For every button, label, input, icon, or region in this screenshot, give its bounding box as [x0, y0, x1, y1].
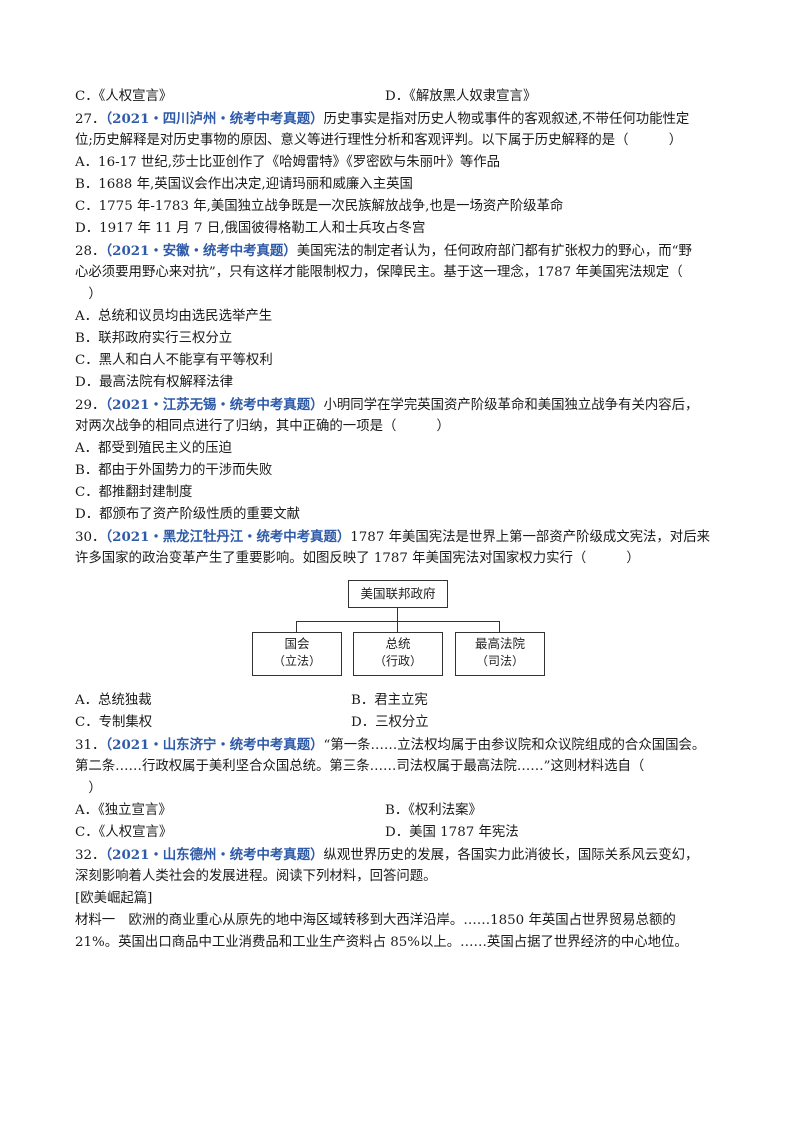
- diagram-box-supreme-court: 最高法院 （司法）: [455, 632, 545, 676]
- question-source: （2021・黑龙江牡丹江・统考中考真题）: [105, 529, 351, 545]
- question-number: 28．: [75, 244, 106, 259]
- q27-stem-line1: 27．（2021・四川泸州・统考中考真题）历史事实是指对历史人物或事件的客观叙述…: [75, 108, 737, 130]
- q30-options-row1: A．总统独裁 B．君主立宪: [75, 690, 737, 712]
- q30-options-row2: C．专制集权 D．三权分立: [75, 712, 737, 734]
- q28-option-c[interactable]: C．黑人和白人不能享有平等权利: [75, 353, 273, 368]
- q30-option-d[interactable]: D．三权分立: [351, 715, 429, 730]
- q29-stem-line2: 对两次战争的相同点进行了归纳，其中正确的一项是（ ）: [75, 419, 450, 434]
- question-number: 30．: [75, 530, 106, 545]
- q29-option-b[interactable]: B．都由于外国势力的干涉而失败: [75, 463, 273, 478]
- box-main-label: 国会: [284, 636, 310, 651]
- material-1-line1: 材料一 欧洲的商业重心从原先的地中海区域转移到大西洋沿岸。……1850 年英国占…: [75, 913, 676, 928]
- option-d[interactable]: D．《解放黑人奴隶宣言》: [385, 89, 537, 104]
- q31-option-b[interactable]: B．《权利法案》: [385, 803, 482, 818]
- box-main-label: 总统: [385, 636, 411, 651]
- exam-page: C．《人权宣言》 D．《解放黑人奴隶宣言》 27．（2021・四川泸州・统考中考…: [75, 86, 737, 954]
- option-c[interactable]: C．《人权宣言》: [75, 89, 173, 104]
- q29-option-a[interactable]: A．都受到殖民主义的压迫: [75, 441, 232, 456]
- q31-option-a[interactable]: A．《独立宣言》: [75, 803, 172, 818]
- q28-option-b[interactable]: B．联邦政府实行三权分立: [75, 331, 233, 346]
- q31-option-c[interactable]: C．《人权宣言》: [75, 825, 173, 840]
- q29-option-c[interactable]: C．都推翻封建制度: [75, 485, 193, 500]
- box-sub-label: （行政）: [373, 654, 422, 668]
- q30-option-c[interactable]: C．专制集权: [75, 715, 153, 730]
- q28-stem-line3: ）: [75, 287, 102, 302]
- question-source: （2021・四川泸州・统考中考真题）: [105, 111, 324, 127]
- box-sub-label: （司法）: [475, 654, 524, 668]
- diagram-top-label: 美国联邦政府: [360, 586, 436, 601]
- q27-stem-line2: 位;历史解释是对历史事物的原因、意义等进行理性分析和客观评判。以下属于历史解释的…: [75, 133, 683, 148]
- diagram-top-box: 美国联邦政府: [348, 580, 448, 608]
- q31-stem-line2: 第二条……行政权属于美利坚合众国总统。第三条……司法权属于最高法院……”这则材料…: [75, 759, 645, 774]
- diagram-connector-right: [499, 621, 500, 632]
- section-heading: [欧美崛起篇]: [75, 891, 153, 906]
- question-number: 32．: [75, 848, 106, 863]
- q30-stem-line1: 30．（2021・黑龙江牡丹江・统考中考真题）1787 年美国宪法是世界上第一部…: [75, 526, 737, 548]
- q27-option-c[interactable]: C．1775 年-1783 年,美国独立战争既是一次民族解放战争,也是一场资产阶…: [75, 199, 564, 214]
- box-main-label: 最高法院: [474, 636, 525, 651]
- question-text: 纵观世界历史的发展，各国实力此消彼长，国际关系风云变幻，: [323, 848, 699, 863]
- question-source: （2021・山东济宁・统考中考真题）: [105, 737, 324, 753]
- question-text: 小明同学在学完英国资产阶级革命和美国独立战争有关内容后，: [323, 398, 699, 413]
- diagram-box-congress: 国会 （立法）: [252, 632, 342, 676]
- q29-option-d[interactable]: D．都颁布了资产阶级性质的重要文献: [75, 507, 300, 522]
- q30-option-b[interactable]: B．君主立宪: [351, 693, 428, 708]
- q31-options-row2: C．《人权宣言》 D．美国 1787 年宪法: [75, 822, 737, 844]
- question-text: “第一条……立法权均属于由参议院和众议院组成的合众国国会。: [323, 738, 706, 753]
- q28-option-a[interactable]: A．总统和议员均由选民选举产生: [75, 309, 273, 324]
- question-text: 美国宪法的制定者认为，任何政府部门都有扩张权力的野心，而“野: [296, 244, 692, 259]
- q28-stem-line1: 28．（2021・安徽・统考中考真题）美国宪法的制定者认为，任何政府部门都有扩张…: [75, 240, 737, 262]
- q27-option-a[interactable]: A．16-17 世纪,莎士比亚创作了《哈姆雷特》《罗密欧与朱丽叶》等作品: [75, 155, 501, 170]
- box-sub-label: （立法）: [272, 654, 321, 668]
- diagram-connector-left: [296, 621, 297, 632]
- q28-stem-line2: 心必须要用野心来对抗”，只有这样才能限制权力，保障民主。基于这一理念，1787 …: [75, 265, 683, 280]
- material-1-line2: 21%。英国出口商品中工业消费品和工业生产资料占 85%以上。……英国占据了世界…: [75, 935, 688, 950]
- diagram-connector-vertical: [397, 607, 398, 621]
- q32-stem-line1: 32．（2021・山东德州・统考中考真题）纵观世界历史的发展，各国实力此消彼长，…: [75, 844, 737, 866]
- q30-option-a[interactable]: A．总统独裁: [75, 693, 152, 708]
- diagram-connector-mid: [397, 621, 398, 632]
- question-text: 历史事实是指对历史人物或事件的客观叙述,不带任何功能性定: [323, 112, 690, 127]
- q31-option-d[interactable]: D．美国 1787 年宪法: [385, 825, 519, 840]
- q31-stem-line3: ）: [75, 781, 102, 796]
- q26-options-row: C．《人权宣言》 D．《解放黑人奴隶宣言》: [75, 86, 737, 108]
- question-number: 27．: [75, 112, 106, 127]
- q31-options-row1: A．《独立宣言》 B．《权利法案》: [75, 800, 737, 822]
- q30-stem-line2: 许多国家的政治变革产生了重要影响。如图反映了 1787 年美国宪法对国家权力实行…: [75, 551, 640, 566]
- question-number: 29．: [75, 398, 106, 413]
- question-number: 31．: [75, 738, 106, 753]
- q31-stem-line1: 31．（2021・山东济宁・统考中考真题）“第一条……立法权均属于由参议院和众议…: [75, 734, 737, 756]
- q32-stem-line2: 深刻影响着人类社会的发展进程。阅读下列材料，回答问题。: [75, 869, 437, 884]
- q28-option-d[interactable]: D．最高法院有权解释法律: [75, 375, 234, 390]
- q29-stem-line1: 29．（2021・江苏无锡・统考中考真题）小明同学在学完英国资产阶级革命和美国独…: [75, 394, 737, 416]
- question-source: （2021・安徽・统考中考真题）: [105, 243, 297, 259]
- q27-option-d[interactable]: D．1917 年 11 月 7 日,俄国彼得格勒工人和士兵攻占冬宫: [75, 221, 426, 236]
- separation-of-powers-diagram: 美国联邦政府 国会 （立法） 总统 （行政） 最高法院 （司法）: [75, 576, 737, 686]
- question-source: （2021・山东德州・统考中考真题）: [105, 847, 324, 863]
- q27-option-b[interactable]: B．1688 年,英国议会作出决定,迎请玛丽和威廉入主英国: [75, 177, 413, 192]
- diagram-box-president: 总统 （行政）: [353, 632, 443, 676]
- question-text: 1787 年美国宪法是世界上第一部资产阶级成文宪法，对后来: [350, 530, 710, 545]
- question-source: （2021・江苏无锡・统考中考真题）: [105, 397, 324, 413]
